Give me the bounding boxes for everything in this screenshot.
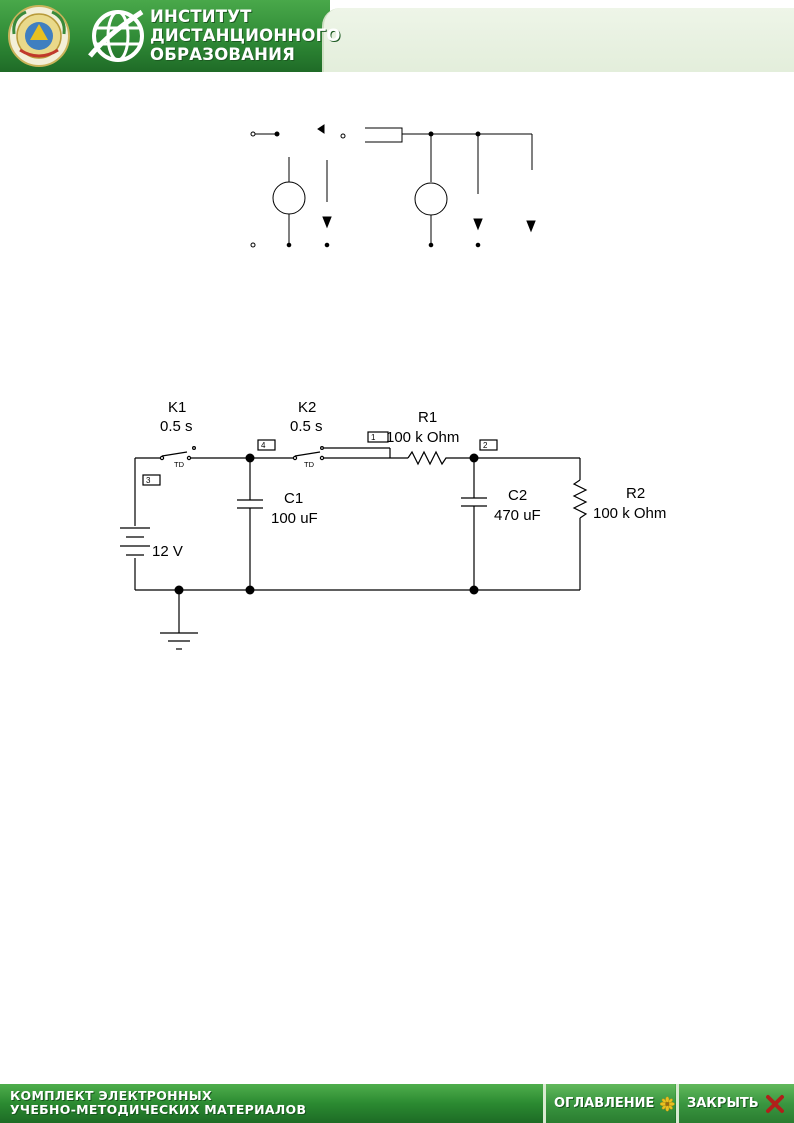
collection-title-line-2: УЧЕБНО-МЕТОДИЧЕСКИХ МАТЕРИАЛОВ bbox=[10, 1102, 307, 1117]
node-label-box bbox=[257, 439, 276, 451]
capacitor-c2-symbol bbox=[461, 497, 487, 507]
page-footer: КОМПЛЕКТ ЭЛЕКТРОННЫХ УЧЕБНО-МЕТОДИЧЕСКИХ… bbox=[0, 1084, 794, 1123]
c1-label: C1 bbox=[284, 490, 303, 507]
ground-symbol bbox=[160, 590, 198, 650]
institute-title-line-3: ОБРАЗОВАНИЯ bbox=[150, 45, 296, 64]
junction-dot bbox=[174, 585, 184, 595]
globe-logo-icon bbox=[88, 9, 144, 62]
table-of-contents-button[interactable]: ОГЛАВЛЕНИЕ bbox=[543, 1084, 675, 1123]
node-label-box bbox=[367, 431, 389, 443]
k1-label: K1 bbox=[168, 399, 186, 416]
junction-dot bbox=[245, 585, 255, 595]
header-light-panel bbox=[322, 8, 794, 72]
close-icon bbox=[765, 1094, 784, 1113]
node-3-label: 3 bbox=[146, 476, 151, 485]
r2-value: 100 k Ohm bbox=[593, 505, 666, 522]
marker-icon bbox=[526, 220, 536, 233]
node-2-label: 2 bbox=[483, 441, 488, 450]
junction-dot bbox=[469, 453, 479, 463]
institute-title-line-2: ДИСТАНЦИОННОГО bbox=[150, 26, 341, 45]
marker-icon bbox=[473, 218, 483, 231]
r1-label: R1 bbox=[418, 409, 437, 426]
switch-k1-symbol bbox=[159, 445, 196, 461]
battery-value: 12 V bbox=[152, 543, 183, 560]
switch-contact bbox=[250, 242, 256, 248]
node-label-box bbox=[142, 474, 161, 486]
collection-title-line-1: КОМПЛЕКТ ЭЛЕКТРОННЫХ bbox=[10, 1088, 212, 1103]
node-dot bbox=[286, 242, 292, 248]
switch-contact bbox=[250, 131, 256, 137]
junction-dot bbox=[245, 453, 255, 463]
node-dot bbox=[428, 242, 434, 248]
switch-k2-symbol bbox=[292, 445, 325, 461]
source-symbol bbox=[272, 181, 306, 215]
junction-dot bbox=[469, 585, 479, 595]
partial-circuit-diagram bbox=[250, 124, 536, 248]
switch-contact bbox=[274, 131, 280, 137]
k2-mode: TD bbox=[304, 460, 315, 469]
node-4-label: 4 bbox=[261, 441, 266, 450]
r2-label: R2 bbox=[626, 485, 645, 502]
node-dot bbox=[475, 242, 481, 248]
k2-label: K2 bbox=[298, 399, 316, 416]
node-1-label: 1 bbox=[371, 433, 376, 442]
institute-title: ИНСТИТУТ ДИСТАНЦИОННОГО ОБРАЗОВАНИЯ bbox=[150, 7, 341, 64]
resistor-r1-symbol bbox=[407, 450, 450, 466]
battery-symbol bbox=[120, 527, 150, 556]
capacitor-c1-symbol bbox=[237, 499, 263, 509]
marker-icon bbox=[317, 124, 325, 134]
c1-value: 100 uF bbox=[271, 510, 318, 527]
university-emblem-icon bbox=[8, 5, 70, 67]
resistor-symbol bbox=[365, 127, 403, 143]
marker-icon bbox=[322, 216, 332, 229]
node-dot bbox=[324, 242, 330, 248]
close-label: ЗАКРЫТЬ bbox=[687, 1096, 759, 1111]
close-button[interactable]: ЗАКРЫТЬ bbox=[676, 1084, 794, 1123]
collection-title: КОМПЛЕКТ ЭЛЕКТРОННЫХ УЧЕБНО-МЕТОДИЧЕСКИХ… bbox=[10, 1089, 306, 1117]
rc-circuit-diagram: K1 0.5 s K2 0.5 s R1 100 k Ohm C1 100 uF… bbox=[120, 399, 666, 650]
source-symbol bbox=[414, 182, 448, 216]
r1-value: 100 k Ohm bbox=[386, 429, 459, 446]
k1-delay: 0.5 s bbox=[160, 418, 193, 435]
flower-icon bbox=[660, 1095, 675, 1112]
resistor-r2-symbol bbox=[572, 479, 588, 519]
page-header: ИНСТИТУТ ДИСТАНЦИОННОГО ОБРАЗОВАНИЯ bbox=[0, 0, 794, 72]
k1-mode: TD bbox=[174, 460, 185, 469]
institute-title-line-1: ИНСТИТУТ bbox=[150, 7, 252, 26]
c2-value: 470 uF bbox=[494, 507, 541, 524]
k2-delay: 0.5 s bbox=[290, 418, 323, 435]
c2-label: C2 bbox=[508, 487, 527, 504]
node-label-box bbox=[479, 439, 498, 451]
switch-contact bbox=[340, 133, 346, 139]
table-of-contents-label: ОГЛАВЛЕНИЕ bbox=[554, 1096, 655, 1111]
